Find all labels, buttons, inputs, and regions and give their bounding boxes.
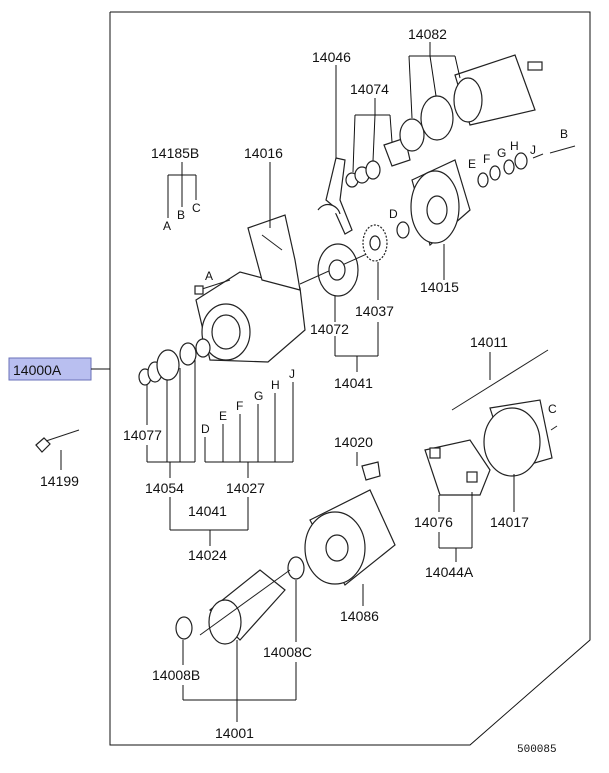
label-14017: 14017 — [490, 514, 529, 530]
letter-A-14185: A — [163, 219, 171, 233]
letter-J-upper: J — [530, 143, 536, 157]
label-14086: 14086 — [340, 608, 379, 624]
bolt-14199-icon — [35, 429, 80, 453]
letter-A-bolt: A — [205, 269, 213, 283]
label-14001: 14001 — [215, 725, 254, 741]
label-14008B: 14008B — [152, 667, 200, 683]
shift-lever-14046-icon — [317, 157, 353, 235]
brush-holder-14076-icon — [424, 439, 491, 496]
label-14076: 14076 — [414, 514, 453, 530]
diagram-frame — [109, 11, 591, 746]
yoke-14086-icon — [304, 489, 396, 586]
letter-E-upper: E — [468, 157, 476, 171]
label-14077: 14077 — [123, 427, 162, 443]
label-14074: 14074 — [350, 81, 389, 97]
gear-14037-icon — [362, 224, 388, 262]
letter-C-screw: C — [548, 402, 557, 416]
washer-D-icon — [396, 221, 410, 239]
label-14008C: 14008C — [263, 644, 312, 660]
armature-14001-icon — [199, 569, 291, 645]
label-14044A: 14044A — [425, 564, 474, 580]
small-parts-EFGH-icon — [477, 145, 576, 188]
label-14046: 14046 — [312, 49, 351, 65]
label-14185B: 14185B — [151, 145, 199, 161]
letter-F-upper: F — [483, 152, 490, 166]
label-14199: 14199 — [40, 473, 79, 489]
label-14041-lower: 14041 — [188, 503, 227, 519]
letter-D-lower: D — [201, 422, 210, 436]
label-14024: 14024 — [188, 547, 227, 563]
label-14072: 14072 — [310, 321, 349, 337]
clip-14020-icon — [361, 461, 381, 481]
screw-C-icon — [550, 425, 558, 431]
diagram-code: 500085 — [517, 744, 557, 756]
label-14037: 14037 — [355, 303, 394, 319]
letter-B-bolt: B — [560, 127, 568, 141]
letter-H-lower: H — [271, 378, 280, 392]
through-bolt-14011-icon — [451, 349, 549, 411]
letter-C-14185: C — [192, 201, 201, 215]
letter-H-upper: H — [510, 139, 519, 153]
solenoid-14082-icon — [399, 54, 543, 152]
letter-G-upper: G — [497, 146, 506, 160]
front-bracket-14016-icon — [195, 214, 306, 363]
label-14016: 14016 — [244, 145, 283, 161]
letter-D-upper: D — [389, 207, 398, 221]
label-14020: 14020 — [334, 434, 373, 450]
label-14015: 14015 — [420, 279, 459, 295]
label-14041-upper: 14041 — [334, 375, 373, 391]
bearing-14008C-icon — [287, 556, 305, 580]
housing-14015-icon — [410, 159, 471, 247]
label-14027: 14027 — [226, 480, 265, 496]
end-cover-14017-icon — [483, 399, 553, 477]
letter-F-lower: F — [236, 399, 243, 413]
bolt-A-icon — [194, 279, 231, 295]
label-14054: 14054 — [145, 480, 184, 496]
bearing-14008B-icon — [175, 616, 193, 640]
gear-14054-icon — [138, 338, 211, 386]
letter-G-lower: G — [254, 389, 263, 403]
letter-E-lower: E — [219, 409, 227, 423]
label-14011: 14011 — [470, 334, 508, 350]
letter-B-14185: B — [177, 208, 185, 222]
spring-14074-icon — [345, 137, 411, 188]
label-14000A: 14000A — [13, 362, 62, 378]
label-14082: 14082 — [408, 26, 447, 42]
letter-J-lower: J — [289, 367, 295, 381]
leader-lines — [60, 42, 515, 722]
